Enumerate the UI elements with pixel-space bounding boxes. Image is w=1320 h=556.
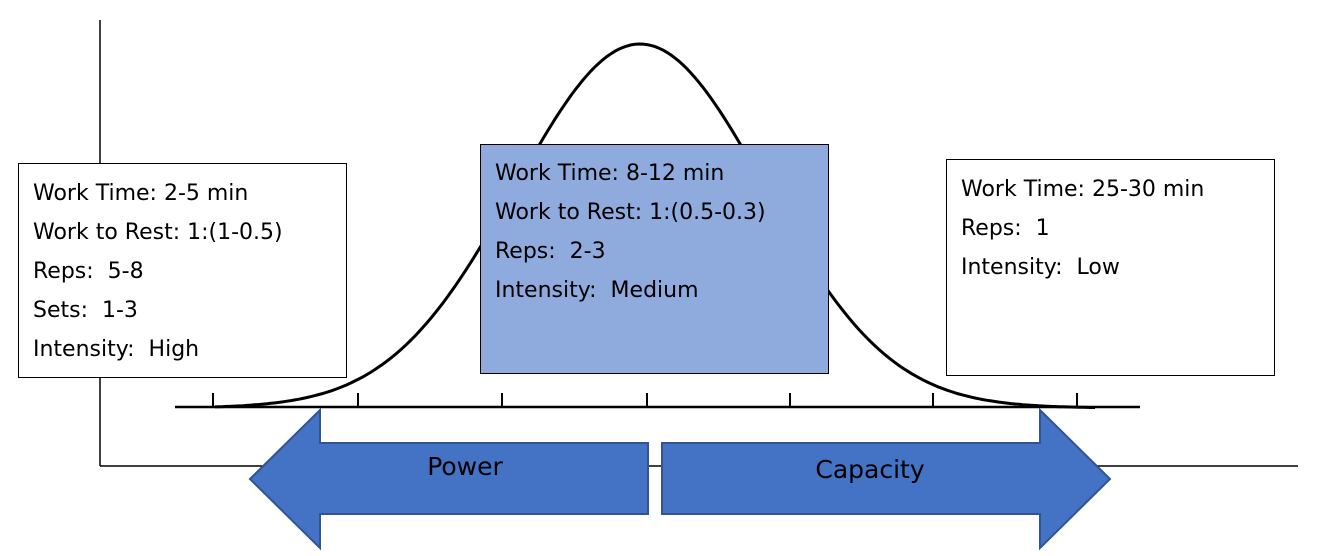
bell-curve	[214, 42, 1095, 409]
box-line: Intensity: Low	[961, 255, 1120, 280]
box-line: Work Time: 25-30 min	[961, 177, 1205, 202]
capacity-info-box: Work Time: 25-30 min Reps: 1 Intensity: …	[946, 159, 1275, 376]
capacity-arrow-label: Capacity	[815, 455, 925, 484]
box-line: Work Time: 2-5 min	[33, 181, 249, 206]
box-line: Intensity: Medium	[495, 278, 699, 303]
box-line: Work to Rest: 1:(0.5-0.3)	[495, 200, 766, 225]
medium-info-box: Work Time: 8-12 min Work to Rest: 1:(0.5…	[480, 144, 829, 374]
box-line: Work to Rest: 1:(1-0.5)	[33, 220, 283, 245]
box-line: Reps: 1	[961, 216, 1050, 241]
x-axis-ticks	[212, 393, 1078, 407]
power-info-box: Work Time: 2-5 min Work to Rest: 1:(1-0.…	[18, 163, 347, 378]
box-line: Reps: 2-3	[495, 239, 606, 264]
box-line: Intensity: High	[33, 337, 200, 362]
power-arrow-label: Power	[427, 452, 503, 481]
box-line: Reps: 5-8	[33, 259, 144, 284]
capacity-arrow	[661, 407, 1112, 551]
box-line: Work Time: 8-12 min	[495, 161, 725, 186]
box-line: Sets: 1-3	[33, 298, 138, 323]
power-arrow	[248, 407, 649, 551]
